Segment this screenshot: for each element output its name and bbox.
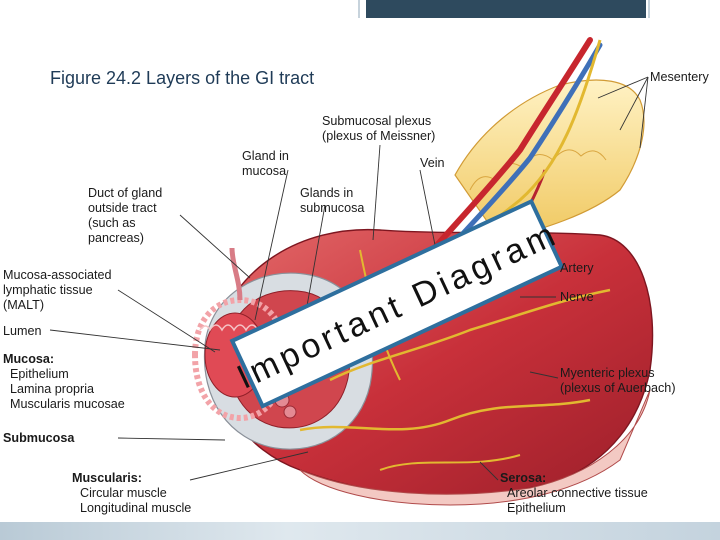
footer-strip xyxy=(0,522,720,540)
label-malt: Mucosa-associated lymphatic tissue (MALT… xyxy=(3,268,112,312)
header-bar xyxy=(366,0,646,18)
label-mucosa-items: Epithelium Lamina propria Muscularis muc… xyxy=(10,367,125,411)
label-mucosa-heading: Mucosa: xyxy=(3,352,55,366)
label-lumen: Lumen xyxy=(3,324,42,338)
header-divider-right xyxy=(648,0,650,18)
label-muscularis-heading: Muscularis: xyxy=(72,471,142,485)
nerve-branch-4 xyxy=(379,454,521,471)
label-serosa-items: Areolar connective tissue Epithelium xyxy=(507,486,648,515)
label-nerve: Nerve xyxy=(560,290,594,304)
label-submucosa: Submucosa xyxy=(3,431,75,445)
label-duct-of-gland: Duct of gland outside tract (such as pan… xyxy=(88,186,163,245)
gland-cluster-2 xyxy=(283,405,297,419)
serosa-layer xyxy=(299,389,651,506)
figure-title: Figure 24.2 Layers of the GI tract xyxy=(50,68,315,88)
leader-lines xyxy=(49,76,649,481)
nerve-branch-2 xyxy=(329,288,611,382)
nerve-branch-3 xyxy=(299,398,591,432)
label-myenteric-plexus: Myenteric plexus (plexus of Auerbach) xyxy=(560,366,676,395)
mucosa-folds xyxy=(191,296,289,422)
header-divider-left xyxy=(358,0,360,18)
mesentery-fat xyxy=(454,79,645,241)
label-gland-in-mucosa: Gland in mucosa xyxy=(242,149,289,178)
gland-duct xyxy=(229,247,243,301)
label-glands-in-submucosa: Glands in submucosa xyxy=(300,186,365,215)
label-vein: Vein xyxy=(420,156,445,170)
label-muscularis-items: Circular muscle Longitudinal muscle xyxy=(80,486,192,515)
label-serosa-heading: Serosa: xyxy=(500,471,547,485)
label-artery: Artery xyxy=(560,261,594,275)
label-mesentery: Mesentery xyxy=(650,70,709,84)
label-submucosal-plexus: Submucosal plexus (plexus of Meissner) xyxy=(322,114,436,143)
